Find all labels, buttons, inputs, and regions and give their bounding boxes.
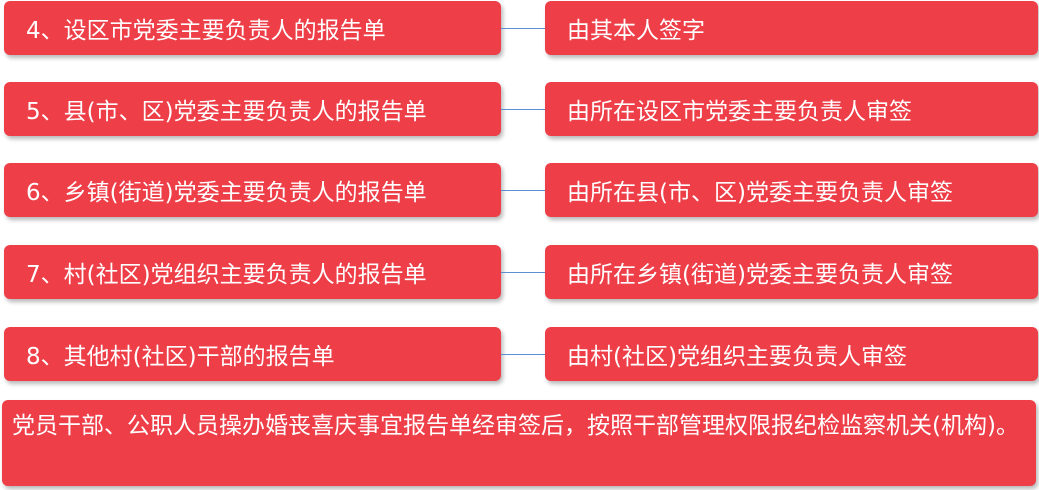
report-item-label: 7、村(社区)党组织主要负责人的报告单 bbox=[26, 262, 427, 288]
report-item-7: 7、村(社区)党组织主要负责人的报告单 bbox=[4, 245, 501, 299]
report-item-8: 8、其他村(社区)干部的报告单 bbox=[4, 327, 501, 381]
report-item-label: 4、设区市党委主要负责人的报告单 bbox=[26, 18, 386, 44]
signer-item-5: 由所在设区市党委主要负责人审签 bbox=[545, 82, 1038, 136]
connector-line bbox=[501, 272, 545, 273]
signer-item-label: 由所在设区市党委主要负责人审签 bbox=[567, 99, 912, 125]
connector-line bbox=[501, 354, 545, 355]
report-item-label: 8、其他村(社区)干部的报告单 bbox=[26, 344, 335, 370]
report-item-5: 5、县(市、区)党委主要负责人的报告单 bbox=[4, 82, 501, 136]
report-item-label: 5、县(市、区)党委主要负责人的报告单 bbox=[26, 99, 427, 125]
connector-line bbox=[501, 28, 545, 29]
signer-item-label: 由所在县(市、区)党委主要负责人审签 bbox=[567, 180, 953, 206]
signer-item-4: 由其本人签字 bbox=[545, 1, 1038, 55]
signer-item-label: 由其本人签字 bbox=[567, 18, 705, 44]
signer-item-8: 由村(社区)党组织主要负责人审签 bbox=[545, 327, 1038, 381]
report-item-6: 6、乡镇(街道)党委主要负责人的报告单 bbox=[4, 163, 501, 217]
signer-item-7: 由所在乡镇(街道)党委主要负责人审签 bbox=[545, 245, 1038, 299]
footer-note-text: 党员干部、公职人员操办婚丧喜庆事宜报告单经审签后，按照干部管理权限报纪检监察机关… bbox=[12, 413, 1019, 439]
signer-item-label: 由所在乡镇(街道)党委主要负责人审签 bbox=[567, 262, 953, 288]
footer-note: 党员干部、公职人员操办婚丧喜庆事宜报告单经审签后，按照干部管理权限报纪检监察机关… bbox=[2, 400, 1036, 486]
report-item-label: 6、乡镇(街道)党委主要负责人的报告单 bbox=[26, 180, 427, 206]
connector-line bbox=[501, 190, 545, 191]
report-item-4: 4、设区市党委主要负责人的报告单 bbox=[4, 1, 501, 55]
signer-item-6: 由所在县(市、区)党委主要负责人审签 bbox=[545, 163, 1038, 217]
signer-item-label: 由村(社区)党组织主要负责人审签 bbox=[567, 344, 907, 370]
connector-line bbox=[501, 109, 545, 110]
